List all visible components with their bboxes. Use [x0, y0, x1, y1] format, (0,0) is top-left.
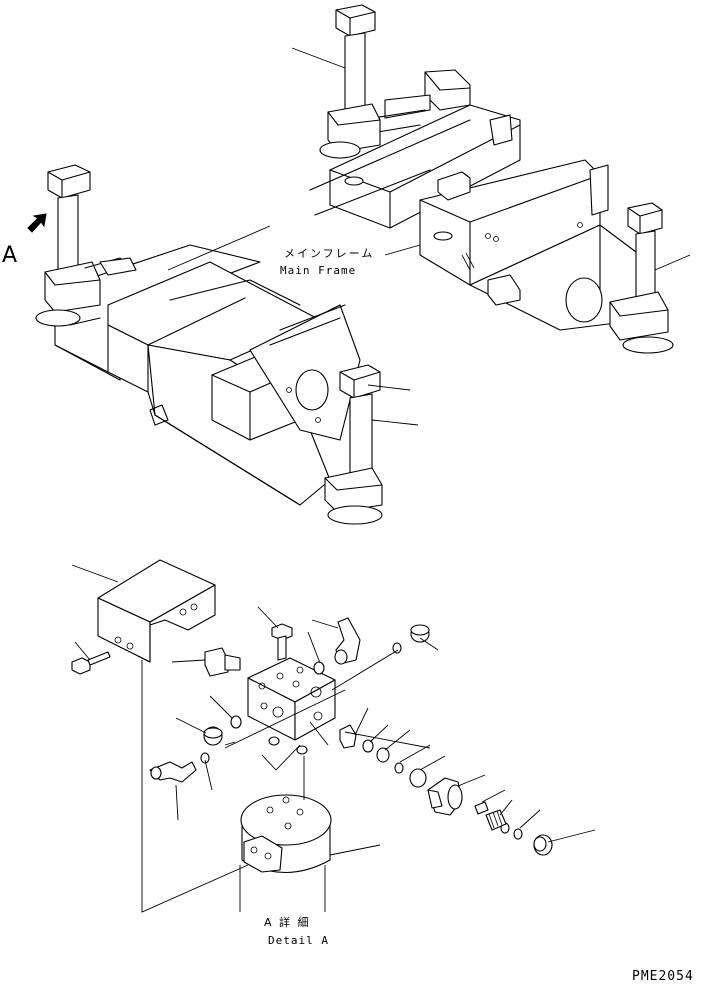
spring [485, 809, 507, 831]
leader-line [171, 659, 206, 663]
o-ring [394, 762, 404, 774]
view-arrow-icon [27, 213, 47, 233]
leader-line [547, 829, 596, 843]
main-frame-label-jp: メインフレーム [284, 247, 374, 260]
leader-line [419, 637, 439, 651]
leader-line [307, 631, 321, 664]
detail-a-assembly [71, 559, 596, 913]
connector-line [224, 689, 346, 749]
leader-line [291, 47, 346, 69]
bolt-top [271, 623, 293, 661]
detail-label-en: Detail A [268, 934, 329, 947]
leader-line [175, 784, 179, 821]
o-ring [268, 736, 280, 746]
connector-line [141, 660, 249, 913]
main-frame-label-en: Main Frame [280, 264, 356, 277]
leader-line [354, 707, 369, 736]
o-ring [362, 739, 374, 753]
leader-line [419, 755, 446, 771]
leader-line [367, 384, 411, 391]
leader-line [309, 721, 329, 746]
washer [376, 747, 390, 763]
plug-left [203, 726, 223, 746]
o-ring [392, 642, 402, 654]
o-ring [296, 745, 308, 755]
elbow-fitting-top [334, 617, 361, 665]
leader-line [519, 809, 541, 829]
o-ring [409, 768, 427, 788]
outrigger-cylinder-right [609, 202, 674, 354]
relief-valve [427, 777, 463, 816]
leader-line [311, 619, 339, 629]
leader-line [384, 729, 411, 751]
outrigger-cylinder-front [324, 364, 383, 525]
bolt-left [71, 651, 111, 675]
leader-line [331, 649, 399, 691]
leader-line [457, 774, 486, 787]
detail-label-jp: A 詳 細 [264, 915, 311, 929]
leader-line [224, 741, 236, 746]
leader-line [481, 789, 506, 803]
plug-top-right [410, 624, 430, 643]
leader-line [261, 744, 301, 771]
o-ring [230, 715, 242, 729]
main-frame-body [54, 244, 361, 506]
leader-line [257, 606, 279, 629]
o-ring [200, 752, 210, 764]
elbow-fitting-bottom [149, 761, 197, 783]
outrigger-cylinder-rear [319, 4, 381, 159]
leader-line [371, 419, 419, 426]
leader-line [204, 759, 213, 791]
leader-line [384, 244, 421, 256]
view-marker-label: A [2, 243, 17, 268]
cover-bracket [97, 559, 216, 663]
leader-line [369, 724, 389, 743]
valve-block [247, 657, 336, 741]
leader-line [399, 744, 431, 763]
leader-line [71, 564, 119, 583]
leader-line [175, 717, 207, 734]
small-plug [339, 724, 357, 749]
outrigger-cylinder-left [35, 164, 137, 327]
swivel-base [240, 794, 332, 874]
leader-line [167, 225, 271, 271]
fitting-left [204, 647, 241, 677]
o-ring [513, 828, 523, 840]
pin [474, 801, 489, 815]
o-ring [313, 661, 325, 675]
plug-bottom-right [533, 834, 553, 856]
connector-line [344, 731, 431, 749]
leader-line [329, 844, 381, 856]
leader-line [209, 695, 233, 719]
leader-line [74, 641, 91, 661]
upper-bracket [359, 69, 471, 136]
main-frame-assembly [27, 4, 691, 525]
leader-line [499, 799, 513, 816]
rear-cross-member [309, 104, 641, 331]
drawing-code: PME2054 [632, 969, 694, 984]
leader-line [654, 254, 691, 271]
